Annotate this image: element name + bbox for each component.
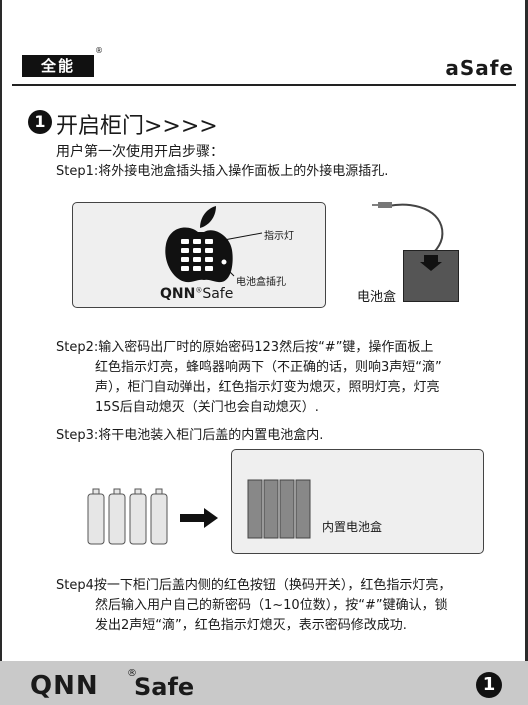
- inner-battery-box-figure: [231, 449, 484, 554]
- jack-label: 电池盒插孔: [236, 277, 286, 288]
- page-number: 1: [476, 672, 502, 698]
- step-text: 将外接电池盒插头插入操作面板上的外接电源插孔.: [98, 164, 389, 179]
- panel-logo: QNN®Safe: [160, 286, 234, 302]
- footer-registered-mark: ®: [127, 668, 137, 679]
- step-text: 声），柜门自动弹出，红色指示灯变为熄灭，照明灯亮，灯亮: [95, 380, 440, 395]
- step-text: 红色指示灯亮，蜂鸣器响两下（不正确的话，则响3声短“滴”: [95, 360, 442, 375]
- indicator-label: 指示灯: [264, 231, 294, 242]
- battery-box-figure: [403, 250, 459, 302]
- step-label: Step3:: [56, 428, 99, 443]
- step-text: 按一下柜门后盖内侧的红色按钮（换码开关），红色指示灯亮，: [93, 578, 452, 593]
- right-arrow-icon: [180, 508, 218, 528]
- battery-icons: [87, 488, 168, 545]
- step-text: 然后输入用户自己的新密码（1~10位数），按“#”键确认，锁: [95, 598, 448, 613]
- footer-logo-safe: Safe: [134, 673, 195, 701]
- step-1: Step1:将外接电池盒插头插入操作面板上的外接电源插孔.: [56, 162, 388, 182]
- step-2: Step2:输入密码出厂时的原始密码123然后按“#”键，操作面板上 红色指示灯…: [56, 338, 442, 418]
- step-4: Step4按一下柜门后盖内侧的红色按钮（换码开关），红色指示灯亮， 然后输入用户…: [56, 576, 451, 636]
- down-arrow-icon: [420, 255, 442, 271]
- step-text: 15S后自动熄灭（关门也会自动熄灭）.: [95, 400, 319, 415]
- battery-box-label: 电池盒: [357, 290, 397, 305]
- product-name: aSafe: [445, 56, 514, 80]
- step-text: 输入密码出厂时的原始密码123然后按“#”键，操作面板上: [98, 340, 434, 355]
- cable-icon: [387, 203, 444, 253]
- step-text: 发出2声短“滴”，红色指示灯熄灭，表示密码修改成功.: [95, 618, 407, 633]
- step-text: 将干电池装入柜门后盖的内置电池盒内.: [98, 428, 324, 443]
- step-3: Step3:将干电池装入柜门后盖的内置电池盒内.: [56, 426, 323, 446]
- inner-battery-box-label: 内置电池盒: [322, 520, 383, 534]
- plug-icon: [378, 202, 392, 208]
- step-label: Step4: [56, 578, 94, 593]
- brand-registered-mark: ®: [95, 46, 103, 55]
- page-edge-left: [0, 0, 2, 705]
- header-rule: [12, 84, 516, 86]
- footer-logo: QNN: [30, 671, 99, 701]
- step-label: Step1:: [56, 164, 99, 179]
- page-edge-right: [525, 0, 528, 705]
- step-label: Step2:: [56, 340, 99, 355]
- footer-bar: [0, 661, 528, 705]
- section-title: 开启柜门>>>>: [56, 114, 218, 139]
- brand-logo: 全能: [22, 55, 94, 77]
- intro-text: 用户第一次使用开启步骤：: [56, 144, 224, 160]
- section-number: 1: [28, 110, 52, 134]
